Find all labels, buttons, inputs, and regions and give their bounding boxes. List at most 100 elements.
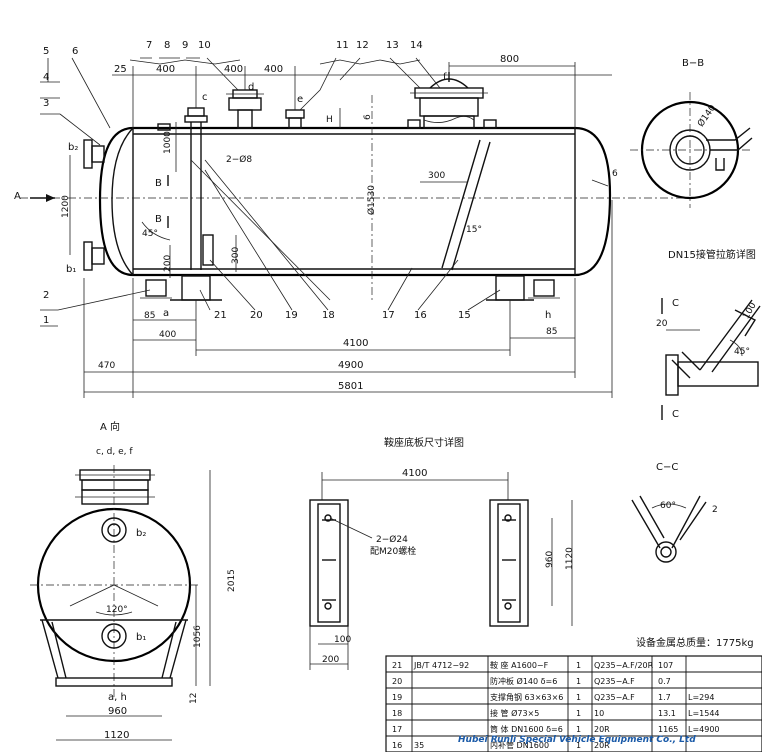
table-cell-qty: 1 [576, 709, 581, 718]
part-no-19: 19 [285, 310, 298, 321]
dn15-dim-45: 45° [734, 347, 750, 357]
a-view-ah: a, h [108, 692, 127, 703]
dim-4900: 4900 [338, 360, 363, 371]
saddle-dim-960: 960 [545, 551, 555, 568]
dim-5801: 5801 [338, 381, 363, 392]
dim-25: 25 [114, 64, 127, 75]
part-no-13: 13 [386, 40, 399, 51]
label-h: h [545, 310, 551, 321]
part-no-5: 5 [43, 46, 49, 57]
saddle-left [140, 275, 222, 301]
table-cell-qty: 1 [576, 741, 581, 750]
dim-15deg: 15° [466, 225, 482, 235]
dim-470: 470 [98, 361, 115, 371]
part-no-20: 20 [250, 310, 263, 321]
part-no-3: 3 [43, 98, 49, 109]
table-cell-name: 内补管 DN1600 [490, 740, 549, 750]
dim-45deg: 45° [142, 229, 158, 239]
table-cell-name: 鞍 座 A1600−F [490, 660, 549, 670]
saddle-dim-200: 200 [322, 655, 339, 665]
nozzle-e [285, 109, 305, 129]
dn15-c-upper: C [672, 298, 679, 309]
dim-2phi8: 2−Ø8 [226, 154, 252, 165]
nozzle-c [184, 107, 214, 270]
dim-200: 200 [163, 255, 173, 272]
part-no-9: 9 [182, 40, 188, 51]
table-cell-name: 防冲板 Ø140 δ=6 [490, 676, 557, 686]
a-view-dim-12: 12 [189, 693, 199, 704]
dim-g: 6 [363, 114, 373, 120]
table-cell-no: 20 [392, 677, 402, 686]
saddle-title: 鞍座底板尺寸详图 [384, 436, 464, 449]
table-cell-mass: 13.1 [658, 709, 676, 718]
bb-dim-phi140: Ø140 [695, 103, 718, 129]
a-view-b2: b₂ [136, 528, 146, 539]
table-cell-no: 17 [392, 725, 402, 734]
table-cell-name: 支撑角钢 63×63×6 [490, 692, 563, 702]
saddle-bolt-note-1: 2−Ø24 [376, 534, 408, 545]
watermark-text: Hubei Runli Special Vehicle Equipment Co… [458, 735, 696, 745]
dim-400-b: 400 [224, 64, 243, 75]
table-cell-mat: 20R [594, 741, 610, 750]
dn15-c-lower: C [672, 409, 679, 420]
table-cell-std: 35 [414, 741, 424, 750]
a-view-nozzle-list: c, d, e, f [96, 447, 133, 457]
nozzle-b2 [83, 139, 105, 169]
table-cell-qty: 1 [576, 661, 581, 670]
part-no-16: 16 [414, 310, 427, 321]
dn15-detail-view: DN15接管拉筋详图 C C 100 20 45° [656, 248, 761, 420]
dim-300-top: 300 [428, 171, 445, 181]
table-cell-mat: 20R [594, 725, 610, 734]
table-cell-note: L=4900 [688, 725, 720, 734]
part-no-7: 7 [146, 40, 152, 51]
mass-note: 设备金属总质量：1775kg [636, 636, 754, 649]
saddle-dim-1120: 1120 [565, 547, 575, 570]
part-no-15: 15 [458, 310, 471, 321]
dim-400-c: 400 [264, 64, 283, 75]
dim-4100: 4100 [343, 338, 368, 349]
table-cell-mass: 1165 [658, 725, 678, 734]
part-no-4: 4 [43, 72, 49, 83]
section-b-lower: B [155, 214, 162, 225]
dim-300: 300 [231, 247, 241, 264]
dim-phi1530: Ø1530 [366, 185, 377, 215]
table-cell-qty: 1 [576, 677, 581, 686]
saddle-bolt-note-2: 配M20螺栓 [370, 545, 416, 557]
dn15-dim-20: 20 [656, 319, 668, 329]
saddle-baseplate-detail: 鞍座底板尺寸详图 4100 2−Ø24 配M20螺栓 960 1120 100 … [309, 436, 575, 670]
cc-title: C−C [656, 462, 678, 473]
a-view-angle-120: 120° [106, 605, 128, 615]
section-bb-view: B−B Ø140 [630, 58, 753, 208]
part-no-1: 1 [43, 315, 49, 326]
a-view-title: A 向 [100, 420, 120, 433]
table-cell-qty: 1 [576, 693, 581, 702]
table-cell-mass: 0.7 [658, 677, 671, 686]
a-end-view: A 向 c, d, e, f b₂ b₁ 120° 2015 1056 a, h… [30, 420, 237, 741]
table-cell-mat: Q235−A.F [594, 677, 635, 686]
part-no-8: 8 [164, 40, 170, 51]
part-no-21: 21 [214, 310, 227, 321]
a-view-b1: b₁ [136, 632, 146, 643]
table-cell-mat: Q235−A.F/20R [594, 661, 654, 670]
main-elevation-view: B B A 5 6 7 8 9 10 11 12 13 14 4 3 2 1 2… [14, 40, 690, 398]
a-view-dim-1056: 1056 [193, 625, 203, 648]
dim-400-a: 400 [156, 64, 175, 75]
saddle-dim-4100: 4100 [402, 468, 427, 479]
table-cell-name: 筒 体 DN1600 δ=6 [490, 724, 563, 734]
dim-400-bottom: 400 [159, 330, 176, 340]
bb-title: B−B [682, 58, 704, 69]
table-cell-mass: 107 [658, 661, 673, 670]
dim-h: H [326, 115, 333, 125]
table-cell-no: 19 [392, 693, 402, 702]
label-c: c [202, 92, 208, 103]
table-cell-name: 接 管 Ø73×5 [490, 708, 539, 718]
label-f: f [443, 72, 447, 83]
parts-table [385, 655, 762, 752]
cc-dim-60: 60° [660, 501, 676, 511]
dim-6-right: 6 [612, 169, 618, 179]
dim-85-right: 85 [546, 327, 557, 337]
view-arrow-a: A [14, 191, 21, 202]
table-cell-note: L=294 [688, 693, 714, 702]
table-cell-no: 21 [392, 661, 402, 670]
